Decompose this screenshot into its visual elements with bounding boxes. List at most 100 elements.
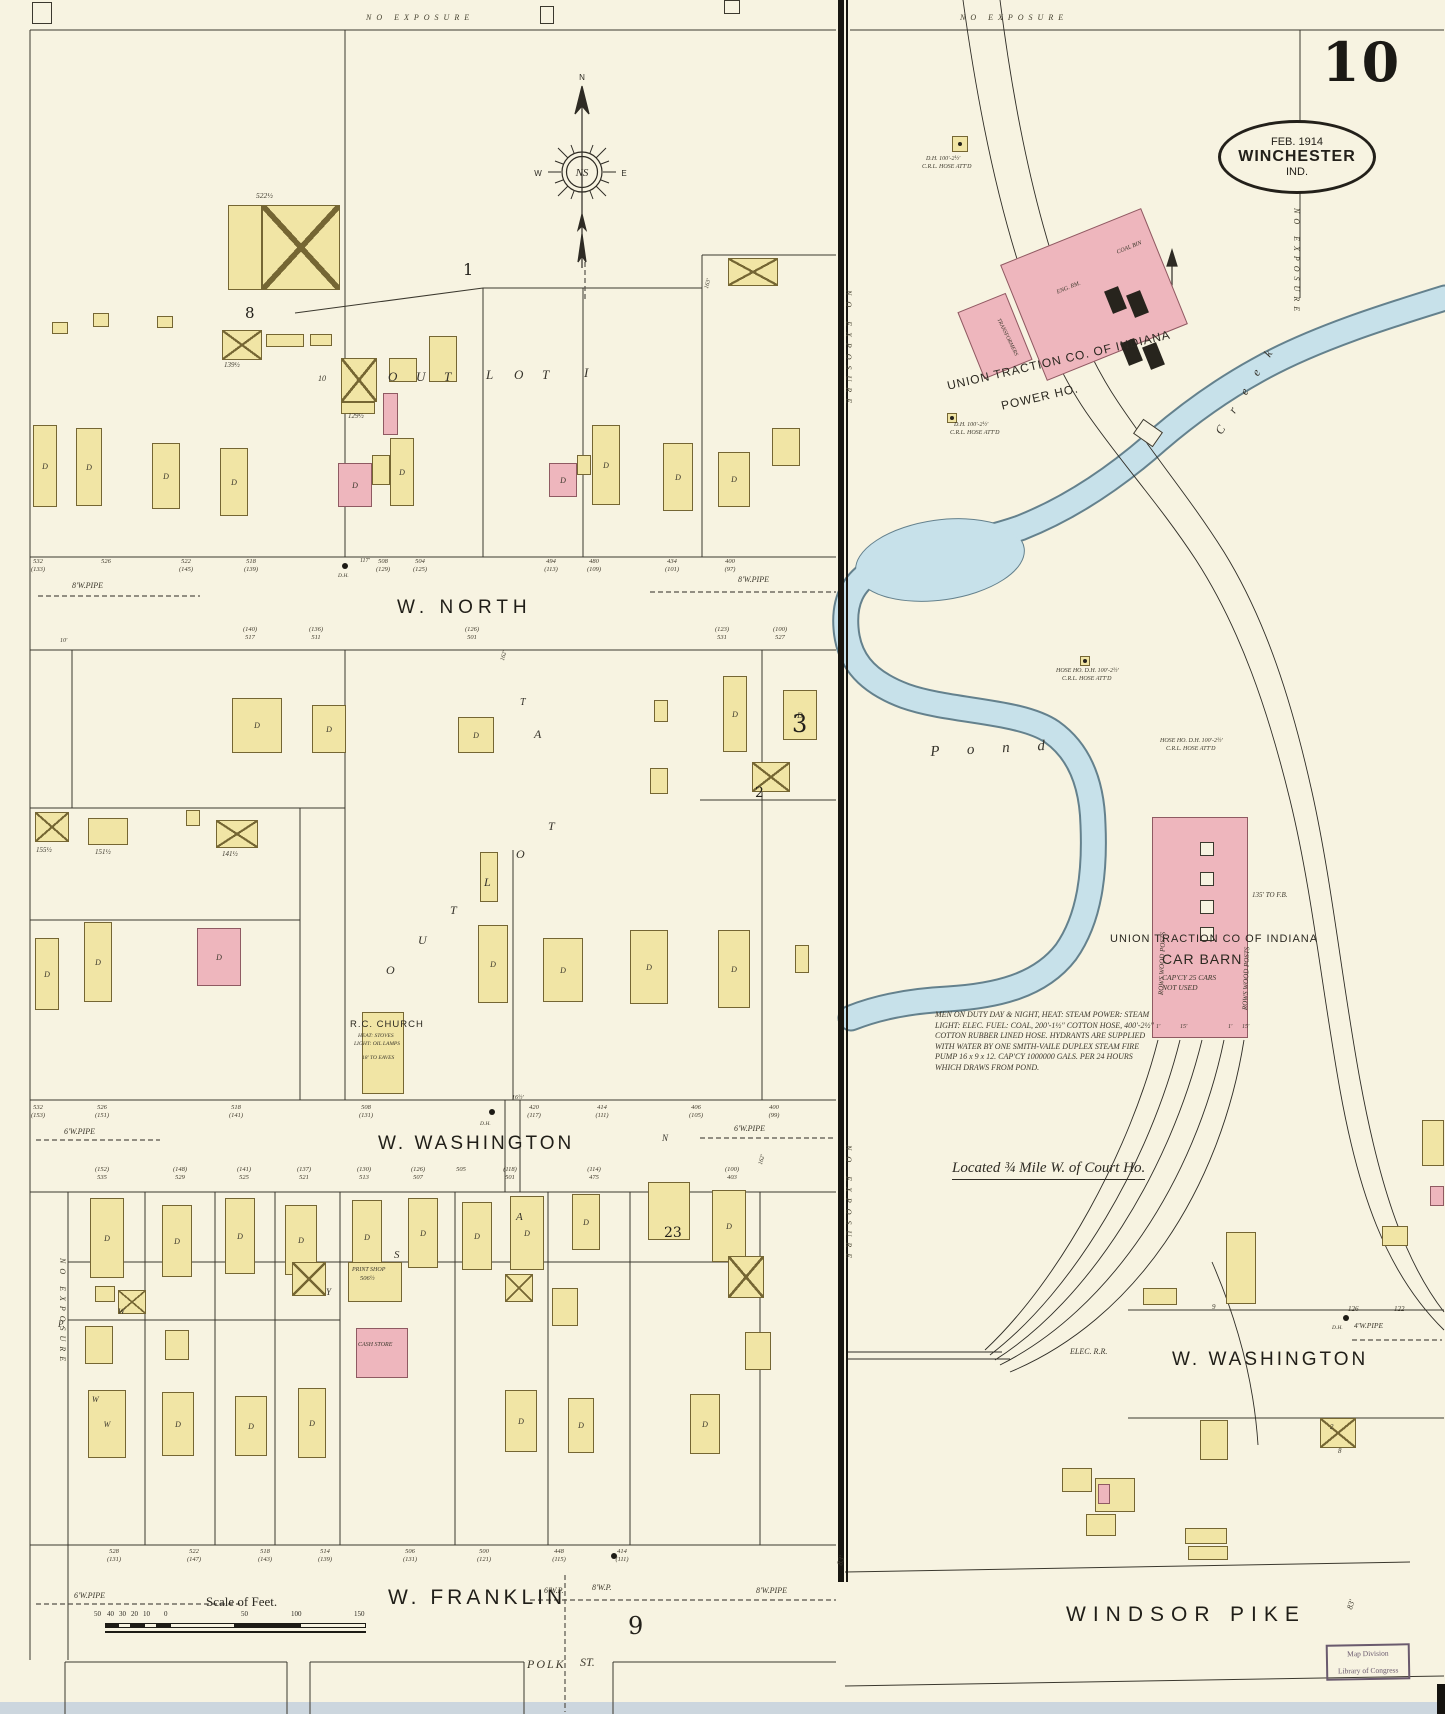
building-letter: D: [163, 471, 169, 481]
map-label: UNION TRACTION CO OF INDIANA: [1110, 933, 1319, 945]
building: D: [35, 938, 59, 1010]
building-letter: D: [560, 965, 566, 975]
building-letter: D: [104, 1233, 110, 1243]
map-label: NO EXPOSURE: [58, 1258, 67, 1367]
building: [1143, 1288, 1177, 1305]
map-label: O: [388, 369, 398, 384]
map-label: 135' TO F.B.: [1252, 891, 1288, 899]
map-label: 141½: [222, 850, 238, 858]
building: [1200, 927, 1214, 941]
house-number: (152): [94, 1166, 110, 1173]
building: [648, 1182, 690, 1240]
building-letter: D: [95, 957, 101, 967]
building: [1200, 1420, 1228, 1460]
map-label: D.H.: [480, 1121, 491, 1127]
building: D: [663, 443, 693, 511]
building: D: [312, 705, 346, 753]
house-number-pair: 532(133): [15, 558, 61, 573]
map-label: 4'W.PIPE: [1354, 1321, 1384, 1330]
building-letter: D: [254, 721, 260, 730]
building-letter: D: [364, 1232, 370, 1242]
map-label: C.R.L. HOSE ATT'D: [1166, 746, 1216, 752]
map-label: 10: [318, 374, 326, 383]
compass-west-label: W: [534, 169, 542, 178]
building: [795, 945, 809, 973]
house-number-old: 507: [413, 1173, 423, 1181]
building: [654, 700, 668, 722]
building: [32, 2, 52, 24]
map-label: T: [542, 367, 550, 382]
barn-building: [728, 1256, 764, 1298]
building-letter: D: [237, 1231, 243, 1241]
house-number-old: 535: [97, 1173, 107, 1181]
house-number-pair: 508(129): [360, 558, 406, 573]
map-label: 129½: [348, 412, 364, 420]
house-number-old: (131): [358, 1111, 374, 1119]
building: D: [505, 1390, 537, 1452]
house-number-old: (133): [30, 565, 46, 573]
map-label: T: [520, 697, 526, 708]
barn-building: [292, 1262, 326, 1296]
building-letter: D: [702, 1419, 708, 1429]
house-number: 518: [246, 558, 256, 565]
house-number: 526: [101, 558, 111, 565]
building-letter: D: [326, 724, 332, 734]
compass-east-label: E: [621, 169, 626, 178]
building-letter: D: [174, 1236, 180, 1246]
note-line: LIGHT: ELEC. FUEL: COAL, 200'-1½″ COTTON…: [935, 1020, 1154, 1030]
building: [1188, 1546, 1228, 1560]
brick-building: [1430, 1186, 1444, 1206]
map-label: POLK: [527, 1657, 566, 1671]
map-label: U: [418, 933, 427, 947]
house-number-pair: (100)403: [709, 1166, 755, 1181]
stamp-line1: Map Division: [1347, 1648, 1389, 1659]
scale-tick: 30: [119, 1610, 126, 1618]
house-number-old: 525: [239, 1173, 249, 1181]
house-number-pair: (137)521: [281, 1166, 327, 1181]
barn-building: [752, 762, 790, 792]
barn-building: [262, 205, 340, 290]
house-number-old: (111): [595, 1111, 609, 1119]
house-number-old: 505: [456, 1166, 466, 1173]
building: [95, 1286, 115, 1302]
house-number: (141): [236, 1166, 252, 1173]
house-number: 500: [479, 1548, 489, 1555]
map-label: D.H.: [1332, 1325, 1343, 1331]
house-number-pair: 494(113): [528, 558, 574, 573]
map-label: 8'W.PIPE: [738, 575, 769, 584]
building: [745, 1332, 771, 1370]
building: D: [84, 922, 112, 1002]
scale-tick: 10: [143, 1610, 150, 1618]
map-label: 117': [360, 558, 370, 564]
hydrant-dot: [342, 563, 348, 569]
building: D: [90, 1198, 124, 1278]
building: [1062, 1468, 1092, 1492]
map-label: 126: [1348, 1305, 1359, 1313]
map-label: LIGHT: OIL LAMPS: [354, 1041, 401, 1047]
scale-bar-segment: [131, 1623, 144, 1628]
house-number: 434: [667, 558, 677, 565]
scale-tick: 50: [241, 1610, 248, 1618]
building: [362, 1012, 404, 1094]
building: [93, 313, 109, 327]
house-number-pair: 448(115): [536, 1548, 582, 1563]
house-number-pair: 434(101): [649, 558, 695, 573]
map-label: 506½: [360, 1275, 375, 1282]
map-label: PRINT SHOP: [352, 1267, 386, 1273]
house-number-pair: (152)535: [79, 1166, 125, 1181]
map-label: R.C. CHURCH: [350, 1019, 424, 1030]
building-letter: D: [524, 1228, 530, 1238]
house-number: 414: [617, 1548, 627, 1555]
building: D: [718, 452, 750, 507]
map-label: T: [444, 369, 452, 384]
creek-edge: [832, 284, 1445, 1032]
map-label: N: [662, 1133, 669, 1143]
building: [552, 1288, 578, 1326]
map-label: 139½: [224, 361, 240, 369]
map-label: L: [486, 367, 494, 382]
house-number: 400: [769, 1104, 779, 1111]
house-number-old: (109): [586, 565, 602, 573]
house-number: 504: [415, 558, 425, 565]
house-number-pair: (148)529: [157, 1166, 203, 1181]
building: D: [690, 1394, 720, 1454]
